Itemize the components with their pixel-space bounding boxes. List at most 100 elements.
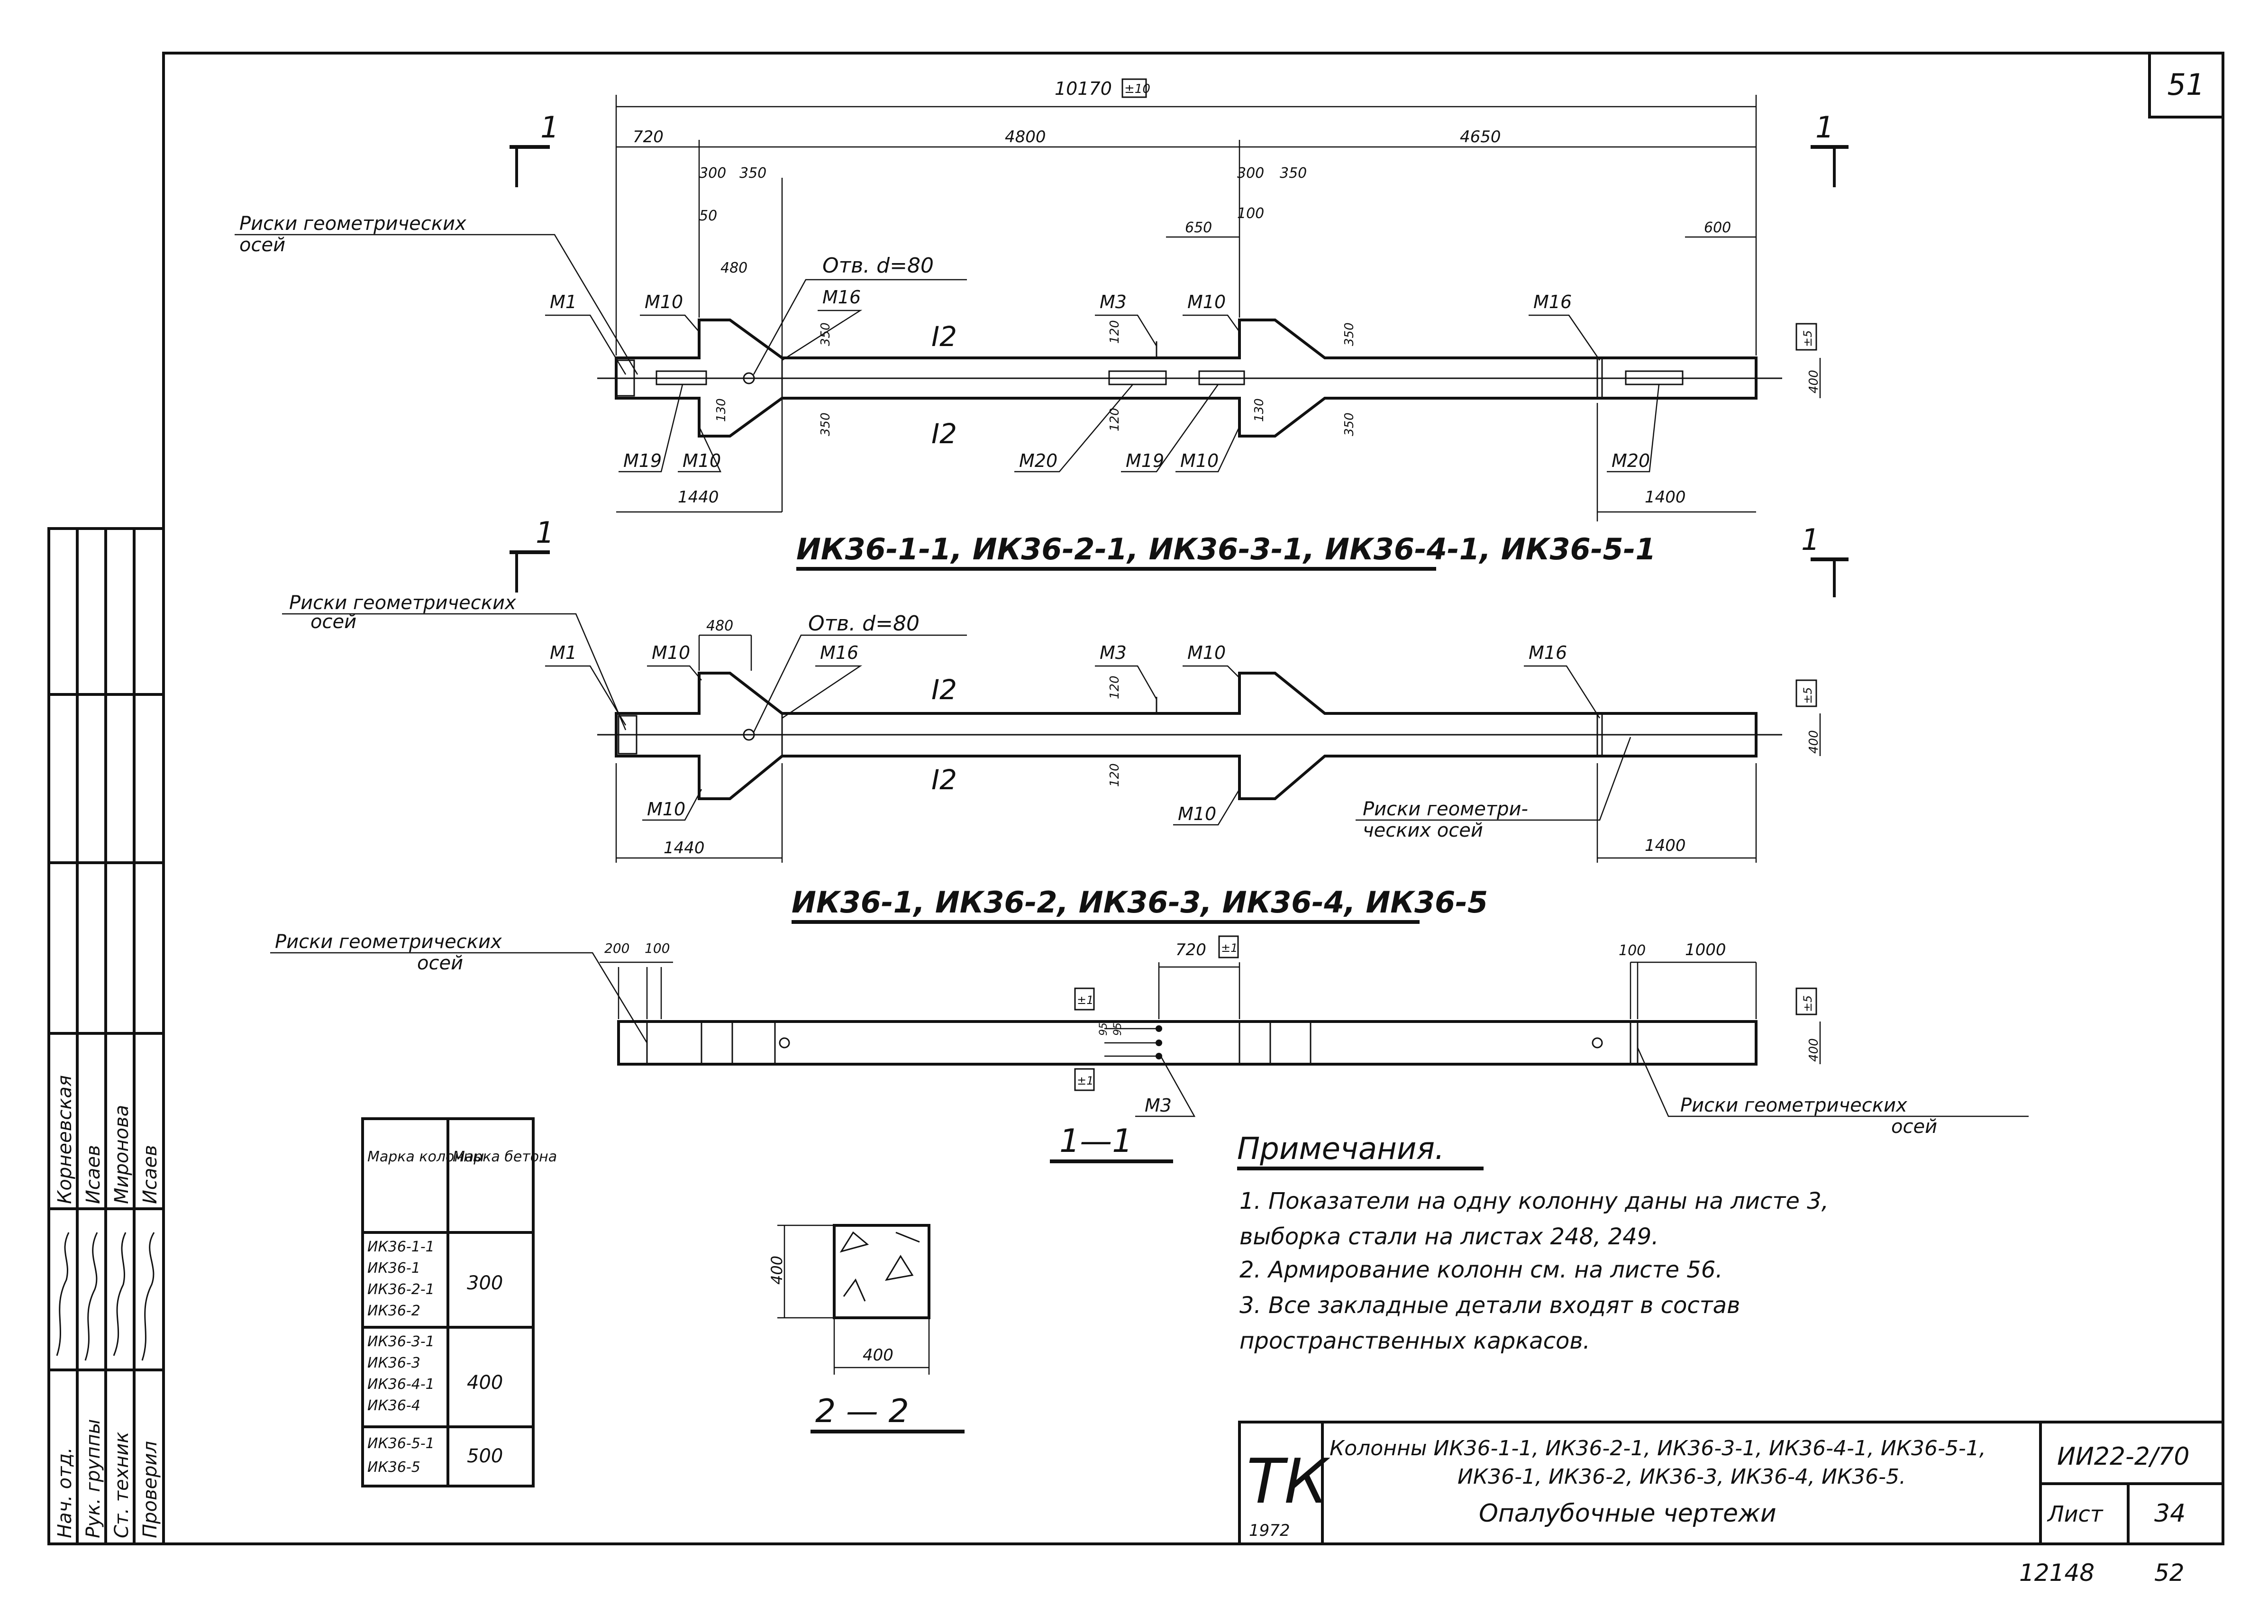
mid-dim-480: 480 [706, 618, 733, 634]
top-label-i12b: I2 [931, 418, 957, 450]
mid-risk-label-1: Риски геометрических [289, 592, 516, 614]
top-dim-overall-tol: ±10 [1124, 82, 1150, 96]
title-line-1: Колонны ИК36-1-1, ИК36-2-1, ИК36-3-1, ИК… [1330, 1436, 1986, 1460]
mid-dim-120b: 120 [1108, 763, 1122, 787]
mid-label-m3: М3 [1100, 642, 1127, 663]
bot-dim-tol5: ±5 [1801, 995, 1814, 1012]
top-label-m19a: М19 [623, 450, 662, 471]
sig-role-1: Нач. отд. [54, 1447, 76, 1538]
top-label-m10d: М10 [1180, 450, 1219, 471]
top-dim-4800: 4800 [1005, 128, 1046, 146]
mid-label-m10d: М10 [1178, 803, 1216, 824]
top-dim-130b: 130 [1252, 398, 1266, 422]
table-header-col: Марка колонны [367, 1149, 484, 1165]
mid-dim-1440: 1440 [664, 839, 705, 858]
title-logo: ТК [1247, 1445, 1330, 1517]
mid-risk-label-2: осей [310, 611, 356, 633]
title-doc-code: ИИ22-2/70 [2057, 1442, 2190, 1471]
top-dim-1400: 1400 [1645, 488, 1686, 507]
note-line-2: выборка стали на листах 248, 249. [1239, 1223, 1659, 1250]
sig-name-4: Исаев [139, 1145, 161, 1204]
table-row-2-col-1: ИК36-3-1 [367, 1333, 435, 1350]
signature-strip: Нач. отд. Рук. группы Ст. техник Провери… [47, 527, 165, 1545]
top-dim-100: 100 [1237, 205, 1264, 222]
bot-dim-200: 200 [604, 940, 629, 956]
top-dim-480: 480 [720, 260, 747, 276]
mid-column-outline [615, 672, 1758, 800]
title-year: 1972 [1249, 1521, 1290, 1540]
notes-block: Примечания. 1. Показатели на одну колонн… [1237, 1131, 1829, 1354]
sig-role-3: Ст. техник [111, 1432, 133, 1538]
sec22-dim-horizontal: 400 [863, 1346, 893, 1365]
title-line-2: ИК36-1, ИК36-2, ИК36-3, ИК36-4, ИК36-5. [1457, 1465, 1906, 1489]
top-risk-label-2: осей [239, 234, 285, 256]
note-line-4: 3. Все закладные детали входят в состав [1239, 1292, 1740, 1319]
mid-dim-400: 400 [1807, 730, 1821, 754]
table-row-1-col-1: ИК36-1-1 [367, 1239, 435, 1255]
table-row-1-grade: 300 [467, 1272, 503, 1294]
mid-label-m1: М1 [550, 642, 577, 663]
top-dim-600: 600 [1704, 219, 1731, 236]
top-view-caption: ИК36-1-1, ИК36-2-1, ИК36-3-1, ИК36-4-1, … [796, 532, 1656, 566]
mid-view-caption: ИК36-1, ИК36-2, ИК36-3, ИК36-4, ИК36-5 [792, 885, 1488, 920]
top-label-m20a: М20 [1019, 450, 1057, 471]
bot-dim-400: 400 [1807, 1038, 1821, 1062]
top-view: 1 1 10170 ±10 720 4800 4650 300 350 50 4… [235, 78, 1849, 571]
top-dim-350f: 350 [1342, 412, 1357, 436]
top-label-m19b: М19 [1126, 450, 1164, 471]
page-number-box [2148, 52, 2224, 119]
top-dim-300b: 300 [1237, 165, 1264, 182]
bot-dim-100a: 100 [645, 940, 670, 956]
top-dim-120a: 120 [1108, 320, 1122, 344]
note-line-5: пространственных каркасов. [1239, 1328, 1590, 1354]
top-label-m16a: М16 [822, 287, 861, 308]
top-column-outline [615, 319, 1758, 438]
notes-title: Примечания. [1237, 1131, 1444, 1167]
top-dim-650: 650 [1185, 219, 1212, 236]
mid-hole-label: Отв. d=80 [808, 611, 920, 636]
top-cut-mark-right: 1 [1815, 110, 1834, 145]
top-dim-720: 720 [633, 128, 664, 146]
sig-name-2: Исаев [82, 1145, 104, 1204]
table-row-2-grade: 400 [467, 1372, 503, 1394]
mid-cut-mark-left: 1 [536, 515, 554, 550]
top-dim-350b: 350 [1280, 165, 1307, 182]
top-dim-350c: 350 [819, 322, 833, 346]
bot-risk2-label-1: Риски геометрических [1680, 1095, 1907, 1116]
top-dim-350e: 350 [1342, 322, 1357, 346]
sec22-dim-vertical: 400 [768, 1256, 786, 1285]
mid-label-m16a: М16 [820, 642, 858, 663]
top-label-m16b: М16 [1533, 292, 1572, 312]
bot-dim-100b: 100 [1619, 942, 1646, 959]
footer-archive-no: 12148 [2019, 1559, 2095, 1587]
bot-dim-tol1c: ±1 [1077, 1074, 1093, 1087]
mid-dim-tol5: ±5 [1801, 687, 1814, 704]
bottom-view: 200 100 720 ±1 100 1000 ±1 95 95 ±1 400 … [270, 931, 2029, 1163]
table-row-2-col-2: ИК36-3 [367, 1355, 420, 1371]
top-dim-overall: 10170 [1055, 78, 1112, 99]
mid-label-m10c: М10 [647, 799, 685, 820]
table-row-3-col-2: ИК36-5 [367, 1459, 420, 1476]
top-label-m10c: М10 [683, 450, 721, 471]
sig-role-4: Проверил [139, 1441, 161, 1538]
title-sheet-label: Лист [2047, 1501, 2104, 1527]
top-dim-4650: 4650 [1460, 128, 1501, 146]
table-row-3-col-1: ИК36-5-1 [367, 1435, 435, 1452]
table-row-3-grade: 500 [467, 1445, 503, 1467]
bot-risk-label-1: Риски геометрических [275, 931, 502, 953]
footer-page-no: 52 [2154, 1559, 2185, 1587]
mid-cut-mark-right: 1 [1801, 522, 1820, 557]
mid-risk2-label-1: Риски геометри- [1363, 798, 1528, 820]
top-label-i12a: I2 [931, 320, 957, 353]
section-mark-11: 1—1 [1059, 1122, 1133, 1160]
bot-dim-1000: 1000 [1685, 940, 1726, 959]
top-label-m1: М1 [550, 292, 577, 312]
table-row-1-col-3: ИК36-2-1 [367, 1281, 435, 1298]
top-dim-130a: 130 [714, 398, 729, 422]
sheet-frame [162, 52, 2224, 1545]
mid-label-m10a: М10 [652, 642, 690, 663]
handwritten-signature-2 [84, 1232, 98, 1361]
bot-risk-label-2: осей [417, 952, 463, 974]
sig-name-1: Корнеевская [54, 1075, 76, 1204]
section-22: 400 400 2 — 2 [768, 1224, 965, 1433]
